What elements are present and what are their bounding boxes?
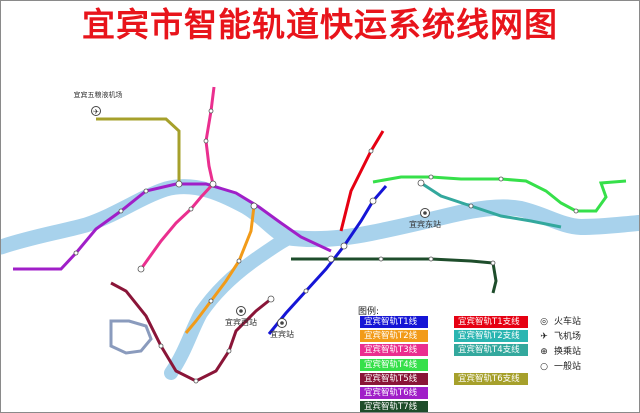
station-dot[interactable]: [203, 138, 209, 144]
legend-line-item: 宜宾智轨T7线: [360, 401, 428, 412]
line-t6-branch: [96, 117, 181, 184]
transfer-station-dot[interactable]: [340, 242, 348, 250]
legend-line-item: 宜宾智轨T3线: [360, 344, 428, 357]
airport-label: 宜宾五粮液机场: [74, 90, 123, 99]
transfer-station-dot[interactable]: [175, 180, 183, 188]
station-layer: [73, 108, 579, 384]
line-t4-branch: [420, 181, 562, 229]
legend-symbol-label: 飞机场: [554, 332, 582, 342]
line-t7-path: [291, 257, 498, 294]
legend-line-item: 宜宾智轨T1支线: [454, 316, 528, 328]
station-dot[interactable]: [368, 148, 374, 154]
main-station-marker[interactable]: [277, 318, 287, 328]
station-dot[interactable]: [468, 203, 474, 209]
line-loop: [109, 319, 153, 355]
legend-heading: 图例:: [358, 307, 380, 317]
station-dot[interactable]: [143, 188, 149, 194]
line-t3: [139, 86, 216, 270]
station-dot[interactable]: [73, 250, 79, 256]
legend-symbol-label: 一般站: [554, 362, 582, 372]
river-changjiang: [278, 199, 639, 248]
legend-line-item: 宜宾智轨T5线: [360, 372, 428, 385]
east-station-label: 宜宾东站: [409, 219, 441, 229]
line-t2-path: [184, 205, 256, 334]
airport-icon: ✈: [540, 332, 548, 342]
station-dot[interactable]: [158, 343, 164, 349]
river-jinshajiang: [164, 230, 298, 380]
legend-symbol-label: 换乘站: [554, 347, 582, 357]
line-t7: [291, 257, 498, 294]
legend-line-item: 宜宾智轨T4线: [360, 358, 428, 371]
airport-marker[interactable]: ✈: [91, 106, 101, 117]
legend-symbol-item: ◎ 火车站: [538, 316, 581, 328]
legend-line-item: 宜宾智轨T4支线: [454, 344, 528, 357]
transfer-station-dot[interactable]: [327, 255, 335, 263]
station-dot[interactable]: [208, 298, 214, 304]
station-dot[interactable]: [226, 348, 232, 354]
station-dot[interactable]: [236, 258, 242, 264]
legend-line-item: 宜宾智轨T2支线: [454, 330, 528, 343]
legend: 图例: 宜宾智轨T1线宜宾智轨T2线宜宾智轨T3线宜宾智轨T4线宜宾智轨T5线宜…: [348, 304, 638, 412]
line-loop-path: [109, 319, 153, 355]
transfer-station-dot[interactable]: [267, 295, 275, 303]
west-station-label: 宜宾西站: [225, 317, 257, 327]
line-t6-branch-path: [96, 117, 181, 184]
station-dot[interactable]: [573, 208, 579, 214]
svg-text:✈: ✈: [93, 108, 99, 116]
station-dot[interactable]: [428, 256, 434, 262]
transfer-station-dot[interactable]: [369, 197, 377, 205]
legend-symbol-item: ○ 一般站: [538, 361, 581, 373]
station-dot[interactable]: [118, 208, 124, 214]
line-t4-branch-path: [420, 181, 562, 229]
page-title: 宜宾市智能轨道快运系统线网图: [82, 5, 558, 44]
legend-line-item: 宜宾智轨T2线: [360, 330, 428, 343]
legend-symbol-label: 火车站: [554, 317, 582, 327]
legend-symbol-item: ⊕ 换乘站: [538, 346, 581, 358]
line-t1-branch-path: [339, 130, 385, 232]
east-station-marker[interactable]: [420, 208, 430, 218]
main-station-label: 宜宾站: [270, 329, 294, 339]
station-dot[interactable]: [428, 174, 434, 180]
station-dot[interactable]: [303, 288, 309, 294]
station-dot[interactable]: [193, 378, 199, 384]
station-dot[interactable]: [188, 206, 194, 212]
station-dot[interactable]: [378, 256, 384, 262]
west-station-marker[interactable]: [236, 306, 246, 316]
legend-line-item: 宜宾智轨T6支线: [454, 372, 528, 385]
transfer-station-dot[interactable]: [209, 180, 217, 188]
station-dot[interactable]: [498, 176, 504, 182]
legend-symbol-item: ✈ 飞机场: [538, 331, 581, 343]
legend-line-item: 宜宾智轨T6线: [360, 387, 428, 399]
station-dot[interactable]: [208, 108, 214, 114]
train-station-icon: ◎: [540, 317, 548, 327]
transfer-station-dot[interactable]: [137, 265, 145, 273]
transfer-station-dot[interactable]: [417, 179, 425, 187]
transfer-station-icon: ⊕: [540, 347, 548, 357]
general-station-icon: ○: [540, 362, 548, 372]
legend-line-item: 宜宾智轨T1线: [360, 316, 428, 328]
line-t1-branch: [339, 130, 385, 232]
station-dot[interactable]: [490, 260, 496, 266]
line-t3-path: [139, 86, 216, 270]
line-t2: [184, 205, 256, 334]
transfer-station-dot[interactable]: [250, 202, 258, 210]
